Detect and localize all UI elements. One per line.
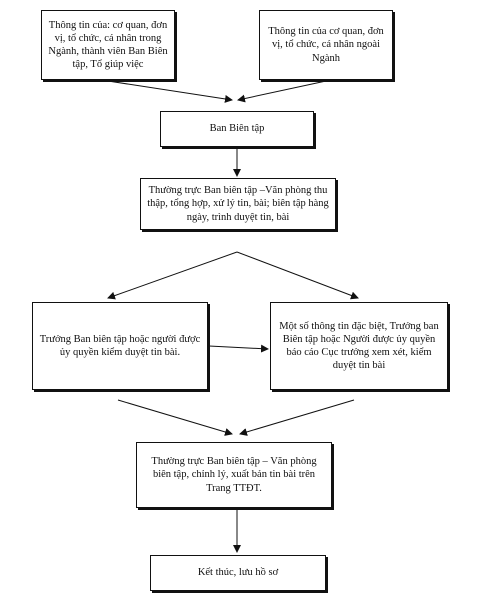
node-external-sources: Thông tin của cơ quan, đơn vị, tổ chức, … bbox=[259, 10, 393, 80]
arrow-n5-to-n6 bbox=[208, 344, 269, 353]
arrow-n2-to-merge bbox=[237, 80, 327, 103]
node-end-archive: Kết thúc, lưu hồ sơ bbox=[150, 555, 326, 591]
node-publish: Thường trực Ban biên tập – Văn phòng biê… bbox=[136, 442, 332, 508]
node-editorial-board: Ban Biên tập bbox=[160, 111, 314, 147]
node-head-review: Trưởng Ban biên tập hoặc người được ủy q… bbox=[32, 302, 208, 390]
node-internal-sources-text: Thông tin của: cơ quan, đơn vị, tổ chức,… bbox=[48, 19, 168, 71]
node-standing-office-collect: Thường trực Ban biên tập –Văn phòng thu … bbox=[140, 178, 336, 230]
node-special-report: Một số thông tin đặc biệt, Trưởng ban Bi… bbox=[270, 302, 448, 390]
arrow-n4-to-n6 bbox=[236, 251, 359, 300]
node-editorial-board-text: Ban Biên tập bbox=[209, 123, 265, 135]
node-end-archive-text: Kết thúc, lưu hồ sơ bbox=[197, 567, 279, 579]
arrow-n5-to-n7 bbox=[117, 399, 233, 436]
node-special-report-text: Một số thông tin đặc biệt, Trưởng ban Bi… bbox=[279, 320, 439, 372]
node-publish-text: Thường trực Ban biên tập – Văn phòng biê… bbox=[151, 456, 317, 494]
arrow-n1-to-merge bbox=[107, 80, 233, 103]
node-head-review-text: Trưởng Ban biên tập hoặc người được ủy q… bbox=[39, 333, 201, 358]
arrow-n6-to-n7 bbox=[239, 399, 355, 436]
node-external-sources-text: Thông tin của cơ quan, đơn vị, tổ chức, … bbox=[268, 26, 384, 64]
node-internal-sources: Thông tin của: cơ quan, đơn vị, tổ chức,… bbox=[41, 10, 175, 80]
arrow-n4-to-n5 bbox=[107, 251, 238, 300]
node-standing-office-collect-text: Thường trực Ban biên tập –Văn phòng thu … bbox=[147, 185, 329, 223]
